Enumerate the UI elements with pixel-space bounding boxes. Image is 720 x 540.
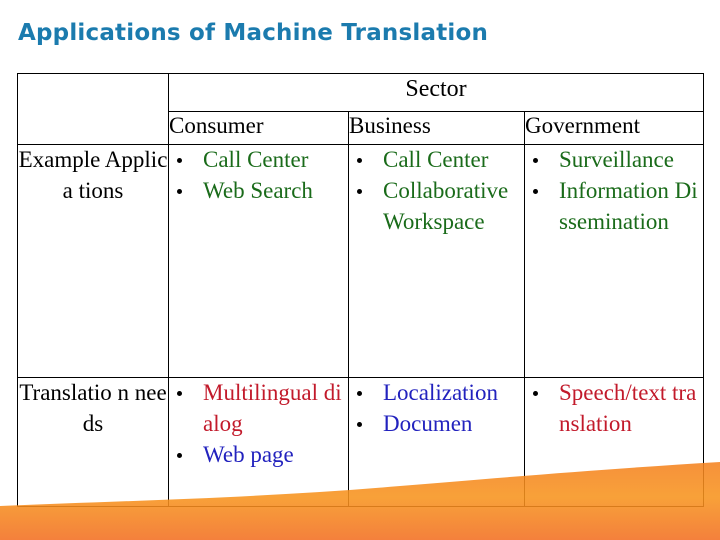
bullet-icon (357, 188, 362, 194)
list-item: Surveillance (525, 145, 703, 176)
bullet-list: Call Center Collaborative Workspace (349, 145, 524, 237)
bullet-icon (357, 157, 362, 163)
bullet-icon (533, 188, 538, 194)
list-item-label: Surveillance (559, 147, 674, 172)
cell-government-translation-needs: Speech/text translation (523, 377, 705, 507)
bullet-list: Surveillance Information Dissemination (525, 145, 703, 237)
bullet-icon (177, 390, 182, 396)
column-header-consumer: Consumer (168, 111, 349, 145)
list-item-label: Documen (383, 410, 473, 436)
table-group-header-sector: Sector (167, 72, 705, 113)
list-item: Web page (169, 440, 348, 471)
bullet-icon (533, 390, 538, 396)
cell-business-translation-needs: Localization Documen (348, 377, 525, 507)
bullet-icon (357, 421, 362, 427)
table-header-group-row: Sector (17, 72, 705, 145)
table-row: Example Applica tions Call Center Web Se… (17, 144, 705, 378)
list-item: Call Center (169, 145, 348, 176)
list-item-label: Web Search (203, 177, 313, 203)
list-item: Documen (349, 409, 524, 440)
list-item-label: Call Center (383, 147, 489, 172)
list-item-label: Localization (383, 380, 498, 405)
bullet-list: Speech/text translation (525, 378, 703, 440)
list-item-label: Multilingual dialog (203, 380, 342, 436)
row-label-example-applications: Example Applica tions (17, 144, 169, 378)
bullet-icon (177, 188, 182, 194)
page-title: Applications of Machine Translation (18, 20, 489, 46)
bullet-list: Call Center Web Search (169, 145, 348, 207)
list-item: Web Search (169, 176, 348, 207)
row-label-translation-needs: Translatio n needs (17, 377, 169, 507)
table-row: Translatio n needs Multilingual dialog W… (17, 377, 705, 507)
bullet-icon (177, 452, 182, 458)
column-header-business: Business (348, 111, 525, 145)
list-item-label: Speech/text translation (559, 380, 697, 436)
applications-table: Sector Consumer Business Government Exam… (17, 72, 705, 507)
cell-consumer-translation-needs: Multilingual dialog Web page (168, 377, 349, 507)
bullet-icon (533, 157, 538, 163)
list-item-label: Information Dissemination (559, 177, 698, 234)
list-item: Call Center (349, 145, 524, 176)
list-item-label: Collaborative Workspace (383, 177, 509, 234)
list-item: Speech/text translation (525, 378, 703, 440)
list-item: Collaborative Workspace (349, 176, 524, 238)
list-item-label: Call Center (203, 147, 309, 172)
table-header-columns-row: Consumer Business Government (18, 111, 705, 145)
table-corner-cell (17, 73, 169, 145)
bullet-list: Localization Documen (349, 378, 524, 440)
bullet-list: Multilingual dialog Web page (169, 378, 348, 470)
bullet-icon (357, 390, 362, 396)
cell-business-applications: Call Center Collaborative Workspace (348, 144, 525, 378)
cell-government-applications: Surveillance Information Dissemination (523, 144, 705, 378)
column-header-government: Government (523, 111, 705, 145)
list-item-label: Web page (203, 441, 294, 467)
cell-consumer-applications: Call Center Web Search (168, 144, 349, 378)
list-item: Localization (349, 378, 524, 409)
list-item: Multilingual dialog (169, 378, 348, 440)
bullet-icon (177, 157, 182, 163)
list-item: Information Dissemination (525, 176, 703, 238)
